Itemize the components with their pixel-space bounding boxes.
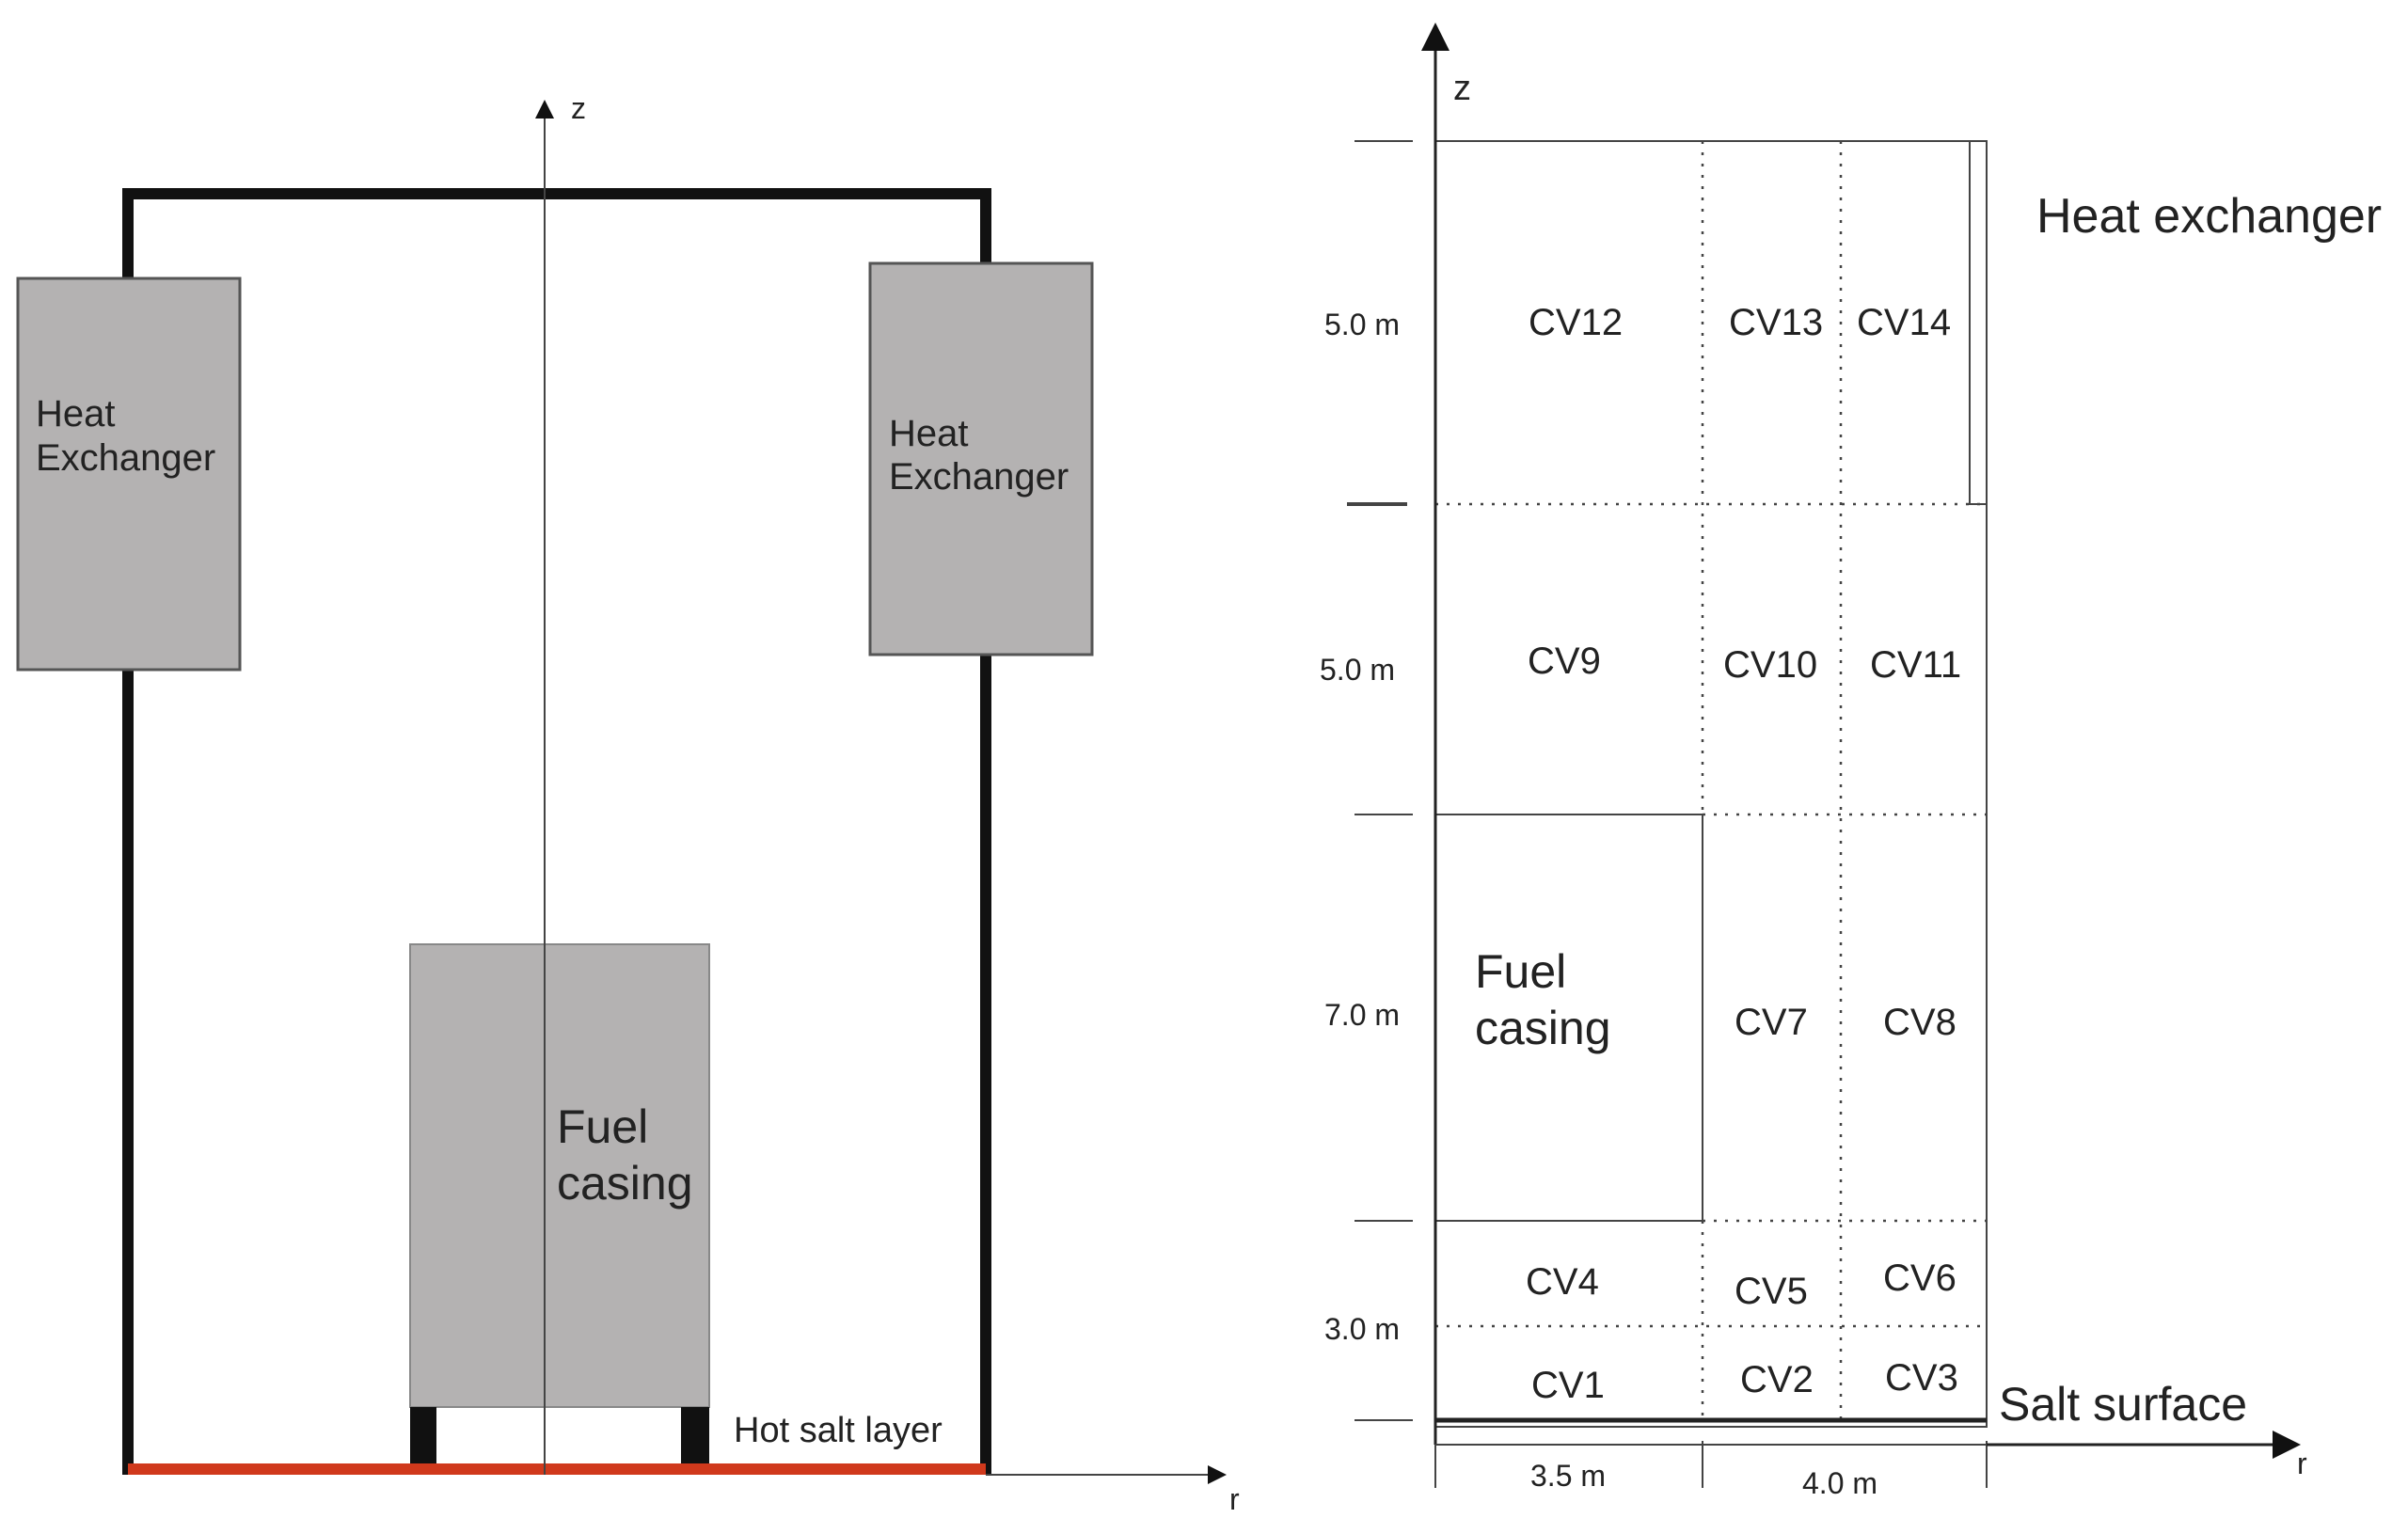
- cv9-label: CV9: [1528, 640, 1601, 682]
- cv10-label: CV10: [1723, 644, 1817, 686]
- cv3-label: CV3: [1885, 1357, 1958, 1399]
- fuel-casing: [409, 943, 710, 1408]
- right-panel: Heat exchanger Salt surface: [1320, 23, 2382, 1500]
- r-ticks: [1434, 1441, 1988, 1488]
- fuel-casing-right-label-2: casing: [1475, 1002, 1611, 1054]
- vessel-frame: [122, 188, 991, 1475]
- heat-exchanger-right-label-1: Heat: [889, 413, 969, 454]
- cv12-label: CV12: [1529, 302, 1623, 343]
- dim-3-5m: 3.5 m: [1530, 1459, 1606, 1493]
- dim-7m: 7.0 m: [1324, 998, 1400, 1032]
- dim-5m-lower: 5.0 m: [1320, 653, 1395, 687]
- cv13-label: CV13: [1729, 302, 1823, 343]
- control-volume-labels: CV12 CV13 CV14 CV9 CV10 CV11 CV7 CV8 CV4…: [1526, 302, 1961, 1406]
- cv4-label: CV4: [1526, 1261, 1599, 1303]
- cv11-label: CV11: [1870, 644, 1961, 686]
- grid-lines: [1435, 141, 1987, 1420]
- heat-exchanger-strip: [1969, 140, 1988, 505]
- heat-exchanger-left: [16, 277, 242, 672]
- right-z-axis-label: z: [1453, 69, 1471, 108]
- fuel-casing-label-2: casing: [557, 1157, 693, 1210]
- cv2-label: CV2: [1740, 1359, 1814, 1400]
- cv1-label: CV1: [1531, 1365, 1605, 1406]
- dimension-labels: 5.0 m 5.0 m 7.0 m 3.0 m 3.5 m 4.0 m: [1320, 308, 1877, 1500]
- left-r-axis-label: r: [1229, 1482, 1240, 1516]
- z-ticks: [1347, 140, 1413, 1421]
- heat-exchanger-right: [868, 261, 1094, 656]
- fuel-casing-right-label-1: Fuel: [1475, 945, 1566, 998]
- fuel-casing-leg-right: [681, 1407, 709, 1465]
- heat-exchanger-left-label-1: Heat: [36, 393, 116, 435]
- cv8-label: CV8: [1883, 1002, 1956, 1043]
- left-panel: Heat Exchanger Heat Exchanger Fuel casin…: [16, 91, 1240, 1516]
- fuel-casing-leg-left: [410, 1407, 436, 1465]
- dim-4-0m: 4.0 m: [1802, 1466, 1877, 1500]
- left-z-axis-label: z: [571, 91, 586, 125]
- hot-salt-layer: [128, 1463, 986, 1475]
- cv14-label: CV14: [1857, 302, 1951, 343]
- fuel-casing-label-1: Fuel: [557, 1100, 648, 1153]
- dim-3m: 3.0 m: [1324, 1312, 1400, 1346]
- heat-exchanger-label: Heat exchanger: [2036, 189, 2382, 244]
- hot-salt-layer-label: Hot salt layer: [734, 1411, 943, 1450]
- dim-5m-upper: 5.0 m: [1324, 308, 1400, 341]
- salt-surface-label: Salt surface: [1999, 1378, 2247, 1431]
- heat-exchanger-right-label-2: Exchanger: [889, 456, 1069, 498]
- heat-exchanger-left-label-2: Exchanger: [36, 437, 215, 479]
- cv7-label: CV7: [1735, 1002, 1808, 1043]
- cv6-label: CV6: [1883, 1257, 1956, 1299]
- cv5-label: CV5: [1735, 1271, 1808, 1312]
- right-r-axis-label: r: [2297, 1447, 2307, 1480]
